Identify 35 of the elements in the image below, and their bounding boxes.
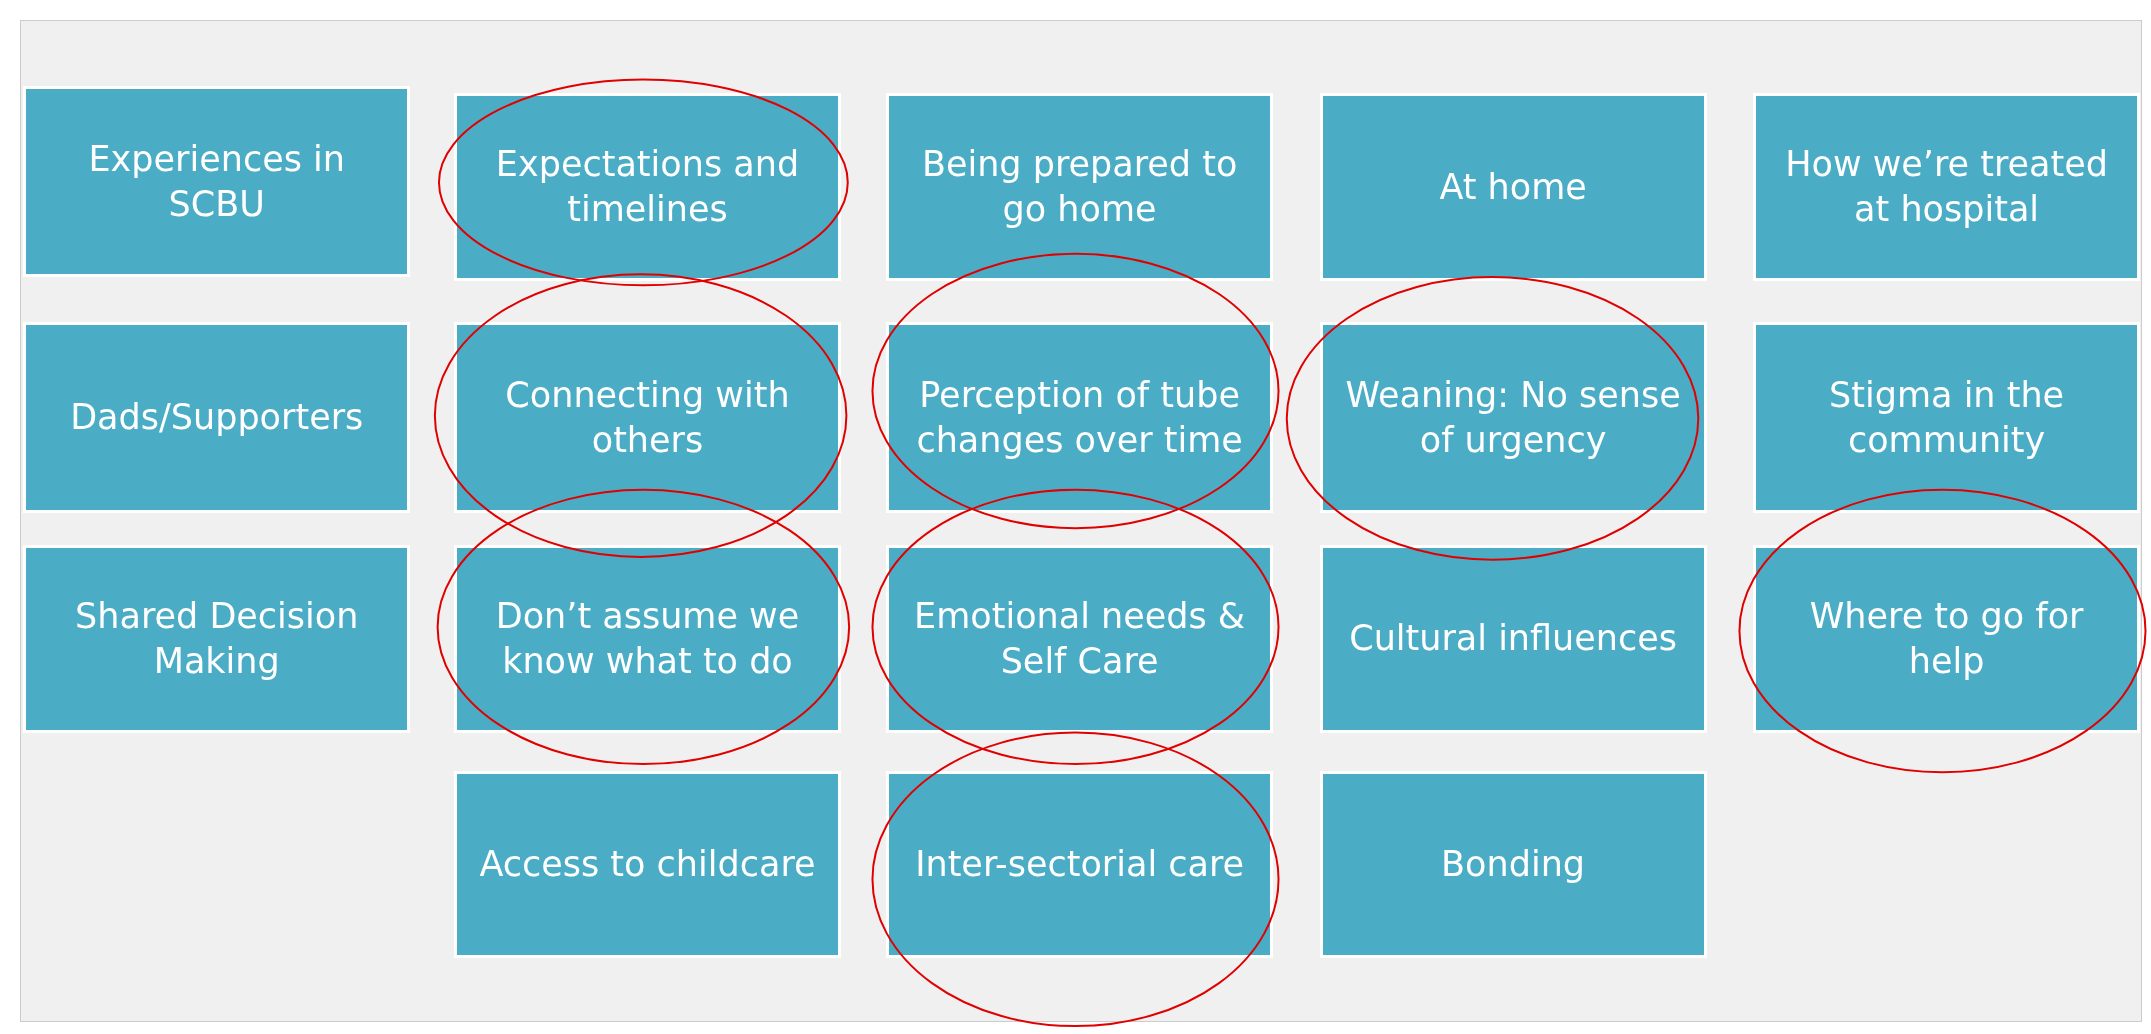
topic-label: Where to go for help bbox=[1808, 594, 2085, 683]
topic-label: Dads/Supporters bbox=[69, 396, 365, 440]
topic-label: Expectations and timelines bbox=[494, 143, 801, 232]
topic-label: Emotional needs & Self Care bbox=[913, 594, 1247, 683]
topic-box bbox=[23, 544, 411, 733]
topic-box bbox=[1319, 93, 1707, 282]
topic-box bbox=[886, 770, 1274, 958]
topic-label: Perception of tube changes over time bbox=[915, 373, 1244, 462]
topic-label: Being prepared to go home bbox=[920, 143, 1239, 232]
topic-box bbox=[886, 322, 1274, 514]
topic-box bbox=[886, 93, 1274, 282]
topic-label: How we’re treated at hospital bbox=[1784, 143, 2109, 232]
topic-label: Shared Decision Making bbox=[74, 594, 360, 683]
topic-box bbox=[1319, 770, 1707, 958]
topic-label: Don’t assume we know what to do bbox=[494, 594, 801, 683]
topic-box bbox=[23, 86, 411, 278]
topic-box bbox=[454, 544, 841, 733]
topic-label: Bonding bbox=[1440, 842, 1587, 886]
topic-box bbox=[23, 322, 411, 514]
topic-box bbox=[1319, 544, 1707, 733]
topic-label: Cultural influences bbox=[1348, 617, 1678, 661]
topic-label: Experiences in SCBU bbox=[87, 137, 346, 226]
topic-box bbox=[454, 322, 841, 514]
topic-label: At home bbox=[1438, 165, 1588, 209]
topic-label: Weaning: No sense of urgency bbox=[1344, 373, 1682, 462]
topic-box bbox=[454, 770, 841, 958]
topic-box bbox=[1319, 322, 1707, 514]
topic-box bbox=[1753, 544, 2140, 733]
topic-label: Connecting with others bbox=[504, 373, 791, 462]
topic-label: Stigma in the community bbox=[1828, 373, 2066, 462]
topic-label: Inter-sectorial care bbox=[914, 842, 1246, 886]
topic-box bbox=[886, 544, 1274, 733]
topic-box bbox=[1753, 322, 2140, 514]
topic-box bbox=[1753, 93, 2140, 282]
topic-label: Access to childcare bbox=[478, 842, 817, 886]
